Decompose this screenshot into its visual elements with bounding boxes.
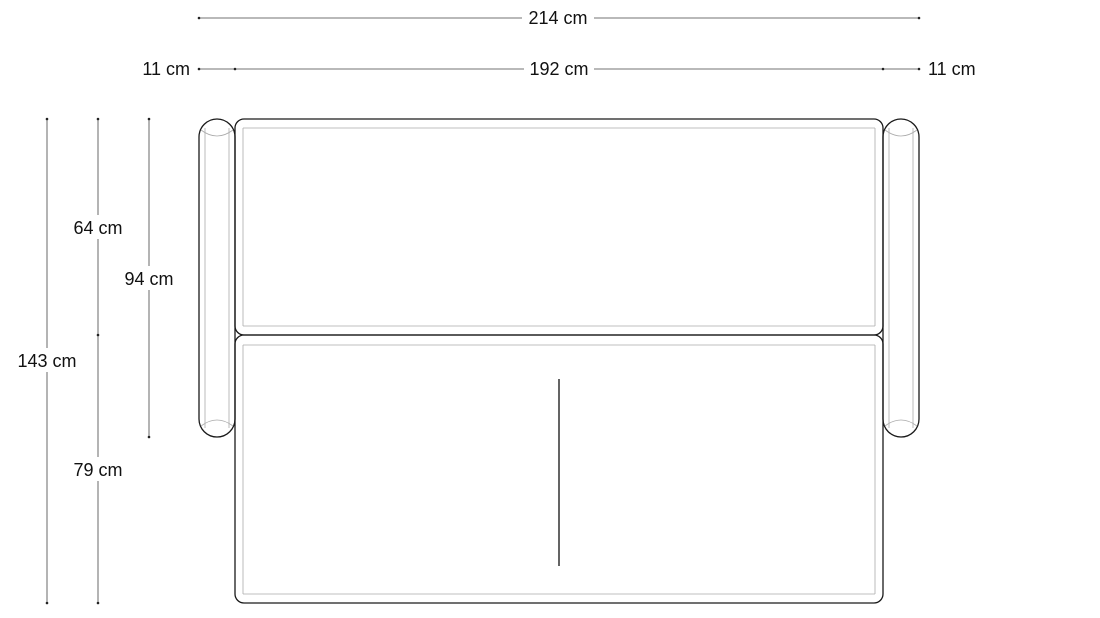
overall-width-label: 214 cm xyxy=(528,8,587,28)
sofa-depth-label: 94 cm xyxy=(124,269,173,289)
segment-width-dimension: 11 cm 192 cm 11 cm xyxy=(142,57,976,81)
left-armrest xyxy=(198,118,236,438)
backrest-depth-label: 64 cm xyxy=(73,218,122,238)
bed-depth-label: 143 cm xyxy=(17,351,76,371)
bed-mattress xyxy=(234,334,884,604)
armrest-right-width-label: 11 cm xyxy=(928,59,976,79)
bed-extension-label: 79 cm xyxy=(73,460,122,480)
split-depth-dimension: 64 cm 79 cm xyxy=(66,117,130,605)
sofa-depth-dimension: 94 cm xyxy=(117,117,181,439)
backrest-cushion xyxy=(234,118,884,336)
seat-width-label: 192 cm xyxy=(529,59,588,79)
bed-depth-dimension: 143 cm xyxy=(12,117,82,605)
right-armrest xyxy=(882,118,920,438)
overall-width-dimension: 214 cm xyxy=(197,6,921,30)
armrest-left-width-label: 11 cm xyxy=(142,59,190,79)
